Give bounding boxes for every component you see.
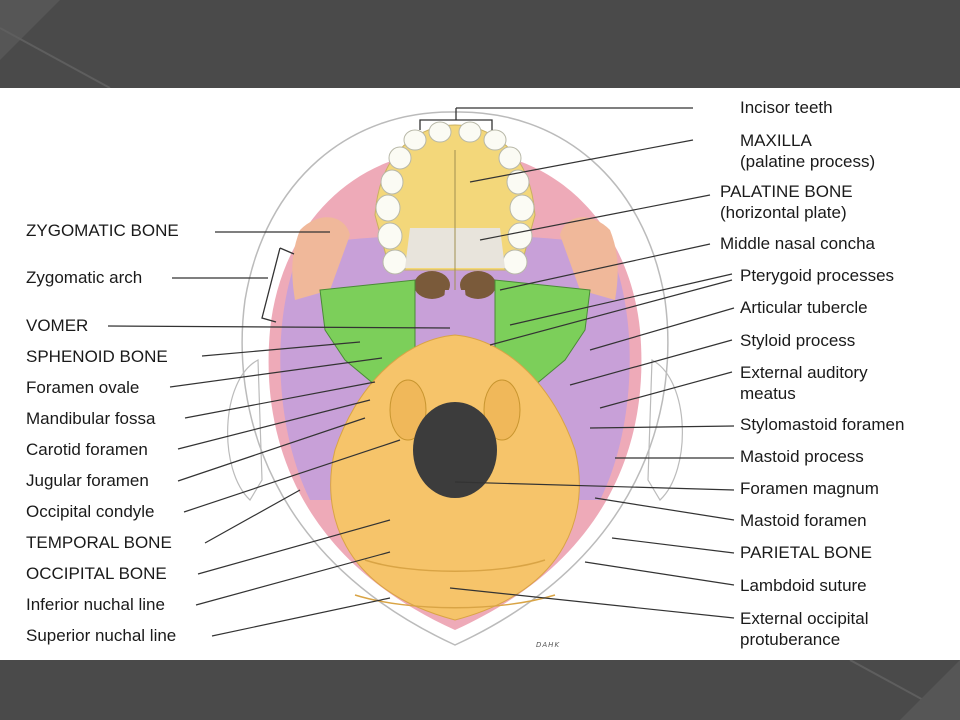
choana-right: [460, 271, 496, 299]
label-pterygoid-processes: Pterygoid processes: [740, 266, 895, 285]
label-temporal-bone: TEMPORAL BONE: [26, 533, 172, 552]
label-maxilla: MAXILLA(palatine process): [740, 131, 876, 171]
label-mandibular-fossa: Mandibular fossa: [26, 409, 156, 428]
label-sphenoid-bone: SPHENOID BONE: [26, 347, 168, 366]
leader-lines-left: [107, 231, 451, 637]
condyle-left: [389, 379, 427, 441]
zygomatic-right: [560, 217, 618, 300]
label-stylomastoid-foramen: Stylomastoid foramen: [740, 415, 905, 434]
zygomatic-left: [292, 217, 350, 300]
label-mastoid-foramen: Mastoid foramen: [740, 511, 867, 530]
leader-lines-right: [449, 139, 735, 619]
teeth-row: [375, 121, 535, 275]
label-styloid-process: Styloid process: [740, 331, 856, 350]
label-lambdoid-suture: Lambdoid suture: [740, 576, 867, 595]
condyle-right: [483, 379, 521, 441]
label-mastoid-process: Mastoid process: [740, 447, 864, 466]
vomer-region: [440, 290, 470, 335]
label-parietal-bone: PARIETAL BONE: [740, 543, 872, 562]
skull-illustration: [107, 107, 735, 646]
skull-diagram-figure: Incisor teeth MAXILLA(palatine process) …: [0, 88, 960, 660]
label-zygomatic-arch: Zygomatic arch: [26, 268, 143, 287]
label-occipital-bone: OCCIPITAL BONE: [26, 564, 167, 583]
left-ear: [227, 359, 263, 501]
label-inferior-nuchal-line: Inferior nuchal line: [26, 595, 165, 614]
head-outline: [241, 111, 669, 646]
label-occipital-condyle: Occipital condyle: [26, 502, 155, 521]
label-foramen-ovale: Foramen ovale: [26, 378, 140, 397]
foramen-magnum-hole: [413, 402, 497, 498]
label-incisor-teeth: Incisor teeth: [740, 98, 833, 117]
label-foramen-magnum: Foramen magnum: [740, 479, 879, 498]
label-carotid-foramen: Carotid foramen: [26, 440, 148, 459]
illustrator-credit: DAHK: [536, 641, 561, 649]
label-articular-tubercle: Articular tubercle: [740, 298, 868, 317]
label-zygomatic-bone: ZYGOMATIC BONE: [26, 221, 179, 240]
choana-left: [414, 271, 450, 299]
right-ear: [647, 359, 683, 501]
label-middle-nasal-concha: Middle nasal concha: [720, 234, 875, 253]
label-vomer: VOMER: [26, 316, 89, 335]
label-palatine-bone: PALATINE BONE(horizontal plate): [720, 182, 853, 222]
label-superior-nuchal-line: Superior nuchal line: [26, 626, 177, 645]
label-jugular-foramen: Jugular foramen: [26, 471, 149, 490]
